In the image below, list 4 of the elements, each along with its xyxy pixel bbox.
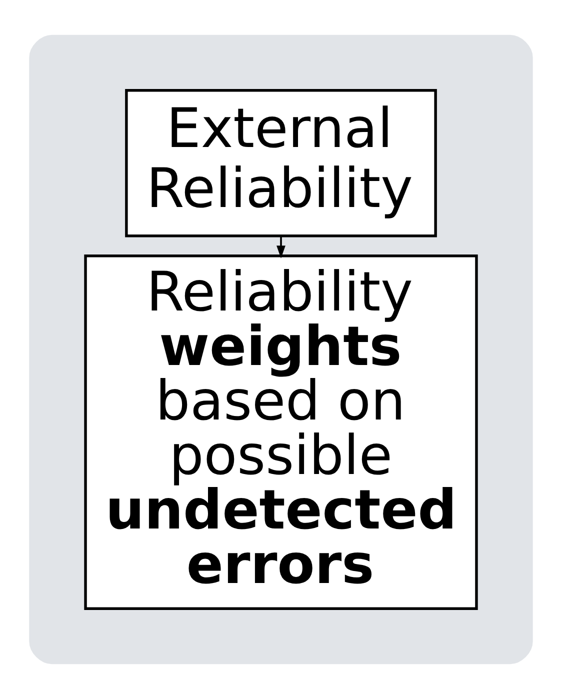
node-box: Reliability weights based on possible undetected errors xyxy=(84,254,478,610)
cluster xyxy=(29,34,533,664)
node-box: External Reliability xyxy=(125,88,437,237)
arrow xyxy=(276,236,286,258)
